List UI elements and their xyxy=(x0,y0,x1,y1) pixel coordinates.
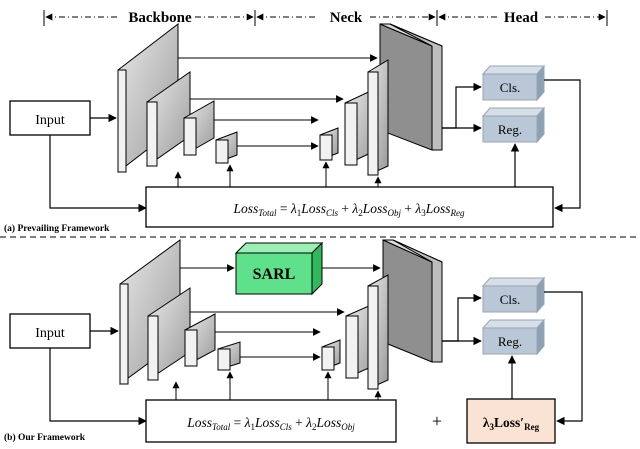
backbone-layers-b xyxy=(119,239,241,385)
caption-b: (b) Our Framework xyxy=(4,432,86,443)
total-loss-box xyxy=(145,186,554,228)
backbone-layer-2 xyxy=(146,71,191,167)
reg-loss-box xyxy=(466,398,556,444)
sarl-block: SARL xyxy=(234,241,324,296)
backbone-layer-3 xyxy=(183,100,215,156)
input-to-loss-arrow-b xyxy=(49,348,147,426)
neck-layer-3 xyxy=(367,23,443,176)
backbone-layer-3-b xyxy=(184,313,216,367)
neck-to-cls-arrow-b xyxy=(442,293,482,342)
backbone-layers xyxy=(117,22,238,174)
neck-label: Neck xyxy=(330,10,363,26)
cls-to-regloss-arrow xyxy=(544,291,583,426)
cls-label: Cls. xyxy=(500,80,521,95)
our-framework-panel: Input xyxy=(4,239,583,444)
sarl-label: SARL xyxy=(253,266,296,283)
reg-label-b: Reg. xyxy=(498,334,522,349)
backbone-label: Backbone xyxy=(128,10,192,26)
reg-head-box-b: Reg. xyxy=(481,318,546,356)
plus-sign: + xyxy=(432,411,442,431)
reg-label: Reg. xyxy=(498,122,522,137)
total-loss-equation-b: LossTotal = λ1LossCls + λ2LossObj xyxy=(186,415,355,432)
backbone-layer-4 xyxy=(215,131,238,164)
cls-head-box: Cls. xyxy=(481,64,546,102)
neck-to-cls-arrow xyxy=(442,82,482,129)
head-label: Head xyxy=(504,10,539,26)
neck-layers xyxy=(319,23,443,176)
input-label: Input xyxy=(35,113,65,128)
section-header: Backbone Neck Head xyxy=(43,10,608,26)
neck-layer-1 xyxy=(319,127,339,161)
caption-a: (a) Prevailing Framework xyxy=(4,223,110,234)
total-loss-equation: LossTotal = λ1LossCls + λ2LossObj + λ3Lo… xyxy=(233,201,465,218)
total-loss-box-b xyxy=(145,399,397,443)
cls-to-loss-arrow xyxy=(544,79,581,213)
neck-layers-b xyxy=(321,239,443,390)
cls-head-box-b: Cls. xyxy=(481,276,546,314)
input-label-b: Input xyxy=(35,326,65,341)
neck-layer-3-b xyxy=(367,239,443,390)
input-to-loss-arrow xyxy=(49,135,147,213)
prevailing-framework-panel: Input xyxy=(4,22,581,234)
input-box-b xyxy=(9,313,91,349)
reg-loss-term: λ3Loss′Reg xyxy=(483,415,540,432)
neck-layer-1-b xyxy=(321,339,341,371)
backbone-layer-4-b xyxy=(217,341,241,371)
reg-head-box: Reg. xyxy=(481,106,546,144)
cls-label-b: Cls. xyxy=(500,292,521,307)
